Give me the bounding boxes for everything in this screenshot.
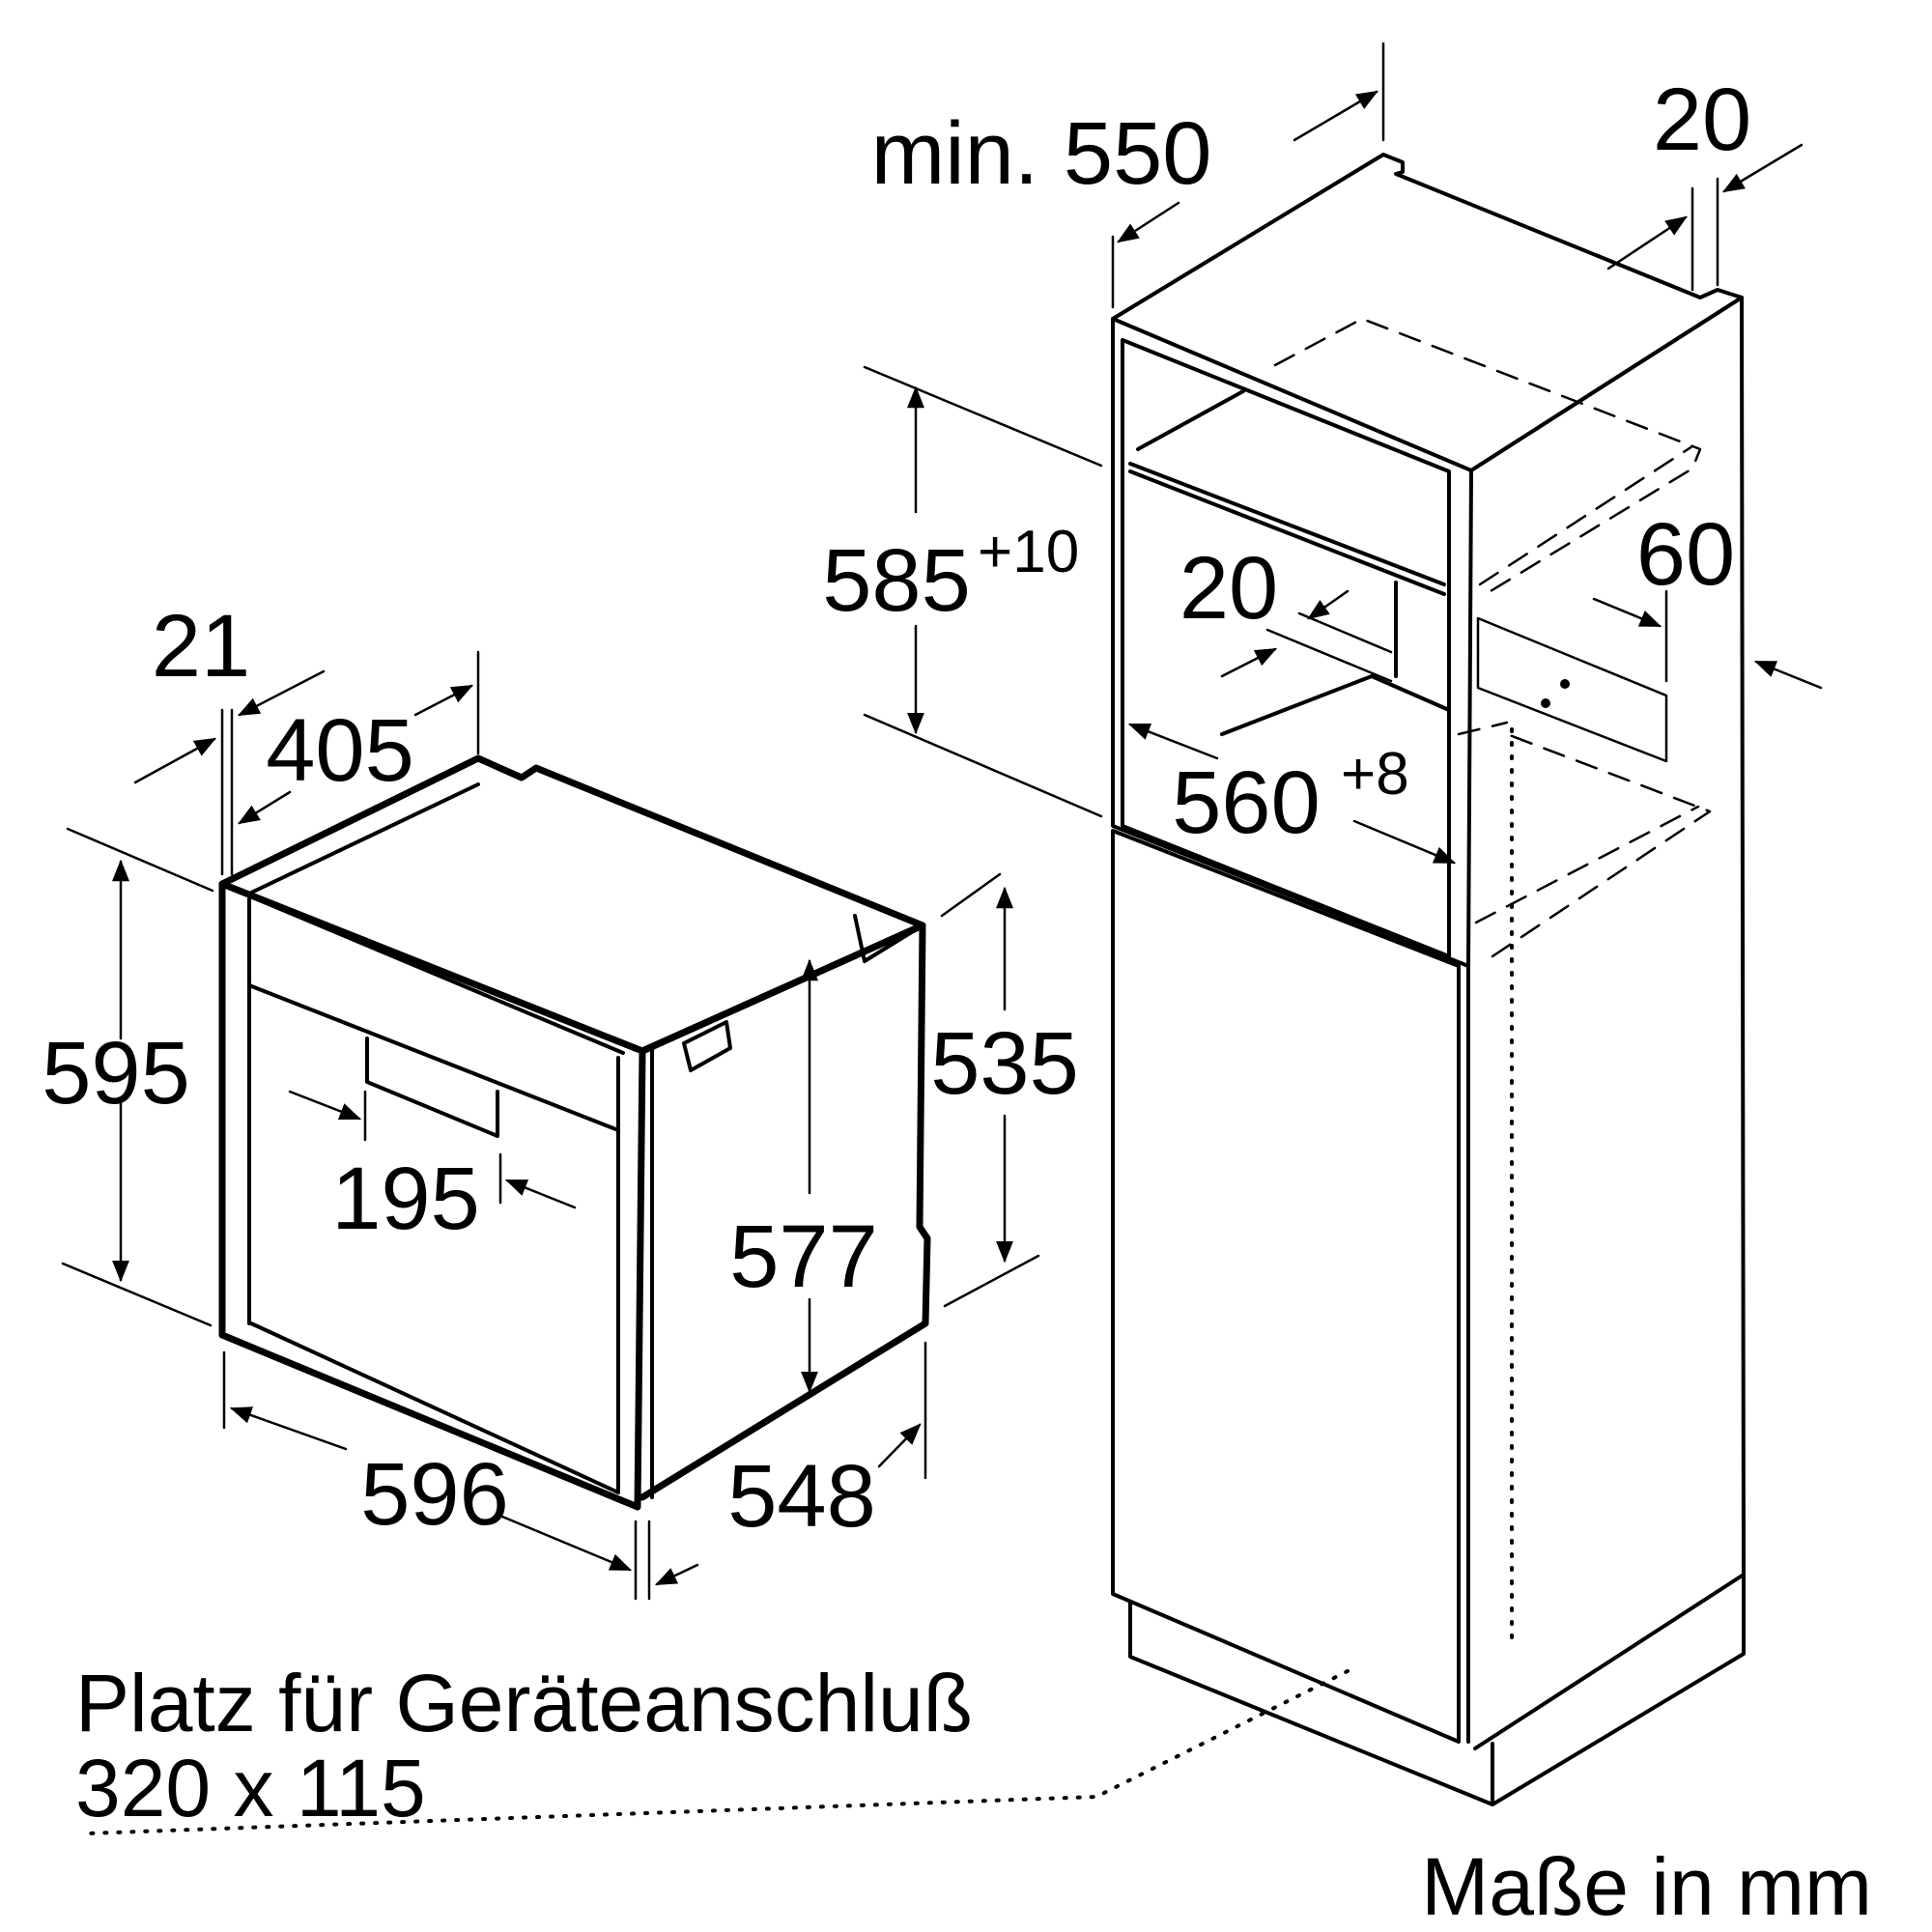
dim-oven-top-offset: 21 (152, 597, 250, 696)
dim-oven-inner-height: 577 (729, 1208, 878, 1306)
dim-shelf-offset: 20 (1179, 539, 1278, 638)
dim-cabinet-back-gap: 20 (1653, 71, 1751, 169)
dim-oven-depth-top: 405 (266, 701, 414, 800)
connection-space-label: Platz für Geräteanschluß (75, 1658, 973, 1748)
dim-niche-width: 560 (1172, 753, 1321, 852)
connection-space-size: 320 x 115 (75, 1743, 426, 1833)
oven-drawing: 595 21 405 535 577 195 596 (42, 597, 1079, 1601)
dim-oven-body-height: 535 (930, 1014, 1079, 1113)
dim-vent-depth: 60 (1636, 505, 1735, 604)
dim-niche-width-tolerance: +8 (1341, 741, 1409, 808)
dim-oven-height: 595 (42, 1024, 190, 1122)
dim-oven-width: 596 (360, 1445, 509, 1544)
dim-cabinet-min-depth: min. 550 (871, 104, 1212, 203)
dim-handle-offset: 195 (331, 1150, 480, 1248)
dim-oven-depth: 548 (727, 1447, 876, 1546)
units-label: Maße in mm (1421, 1841, 1872, 1932)
cabinet-drawing: min. 550 20 585 +10 20 60 560 +8 (85, 42, 1823, 1835)
dim-niche-height: 585 (822, 531, 971, 630)
dim-niche-height-tolerance: +10 (978, 519, 1079, 585)
